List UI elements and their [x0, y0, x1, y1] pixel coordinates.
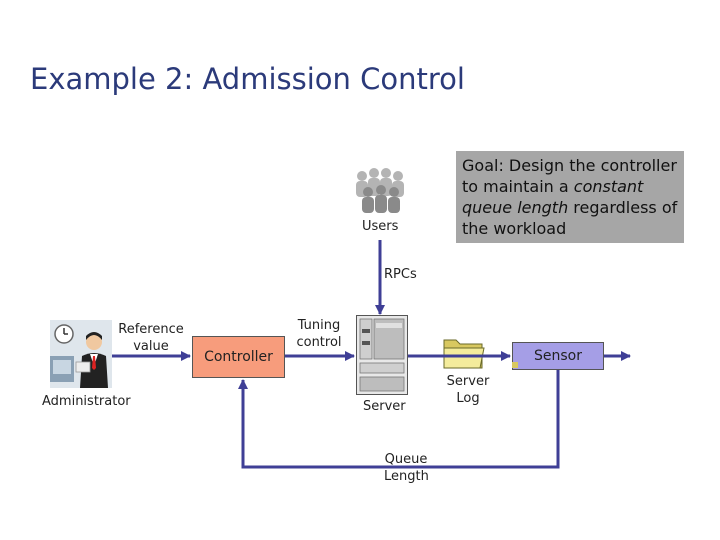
queue-length-label: Queue Length [384, 451, 429, 485]
users-label: Users [362, 219, 399, 234]
controller-block: Controller [192, 336, 285, 378]
users-crowd-icon [356, 168, 404, 213]
sensor-block: Sensor [512, 342, 604, 370]
goal-callout: Goal: Design the controller to maintain … [456, 151, 684, 243]
server-log-label: Server Log [446, 373, 490, 407]
reference-value-line2: value [133, 339, 169, 354]
server-label: Server [363, 399, 406, 414]
rpcs-label: RPCs [384, 267, 417, 282]
administrator-label: Administrator [42, 394, 131, 409]
sensor-attachment-marker [512, 362, 518, 368]
tuning-control-line1: Tuning [297, 318, 341, 333]
reference-value-line1: Reference [118, 322, 184, 337]
queue-length-line1: Queue [384, 452, 428, 467]
tuning-control-label: Tuning control [296, 317, 342, 351]
administrator-icon [50, 320, 112, 388]
goal-text-prefix: Goal: Design the controller to maintain … [462, 156, 677, 196]
server-log-line2: Log [456, 391, 480, 406]
page-title: Example 2: Admission Control [30, 62, 465, 96]
folder-icon [443, 339, 485, 369]
goal-text-suffix: regardless of the workload [462, 198, 678, 238]
tuning-control-line2: control [296, 335, 342, 350]
reference-value-label: Reference value [118, 321, 184, 355]
server-log-line1: Server [446, 374, 490, 389]
server-tower-icon [356, 315, 408, 395]
goal-text-emphasis: constant queue length [462, 177, 644, 217]
queue-length-line2: Length [384, 469, 429, 484]
queue-length-feedback-arrow [238, 370, 560, 469]
